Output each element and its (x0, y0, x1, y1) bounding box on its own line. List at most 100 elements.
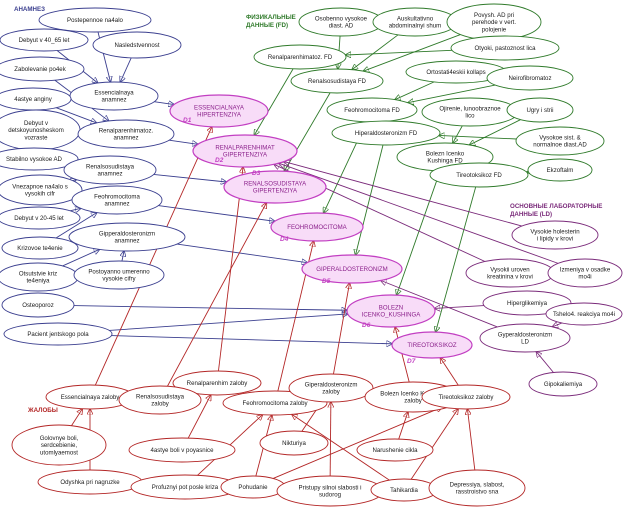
anamnez-node-label: Essencialnaya (94, 90, 134, 97)
physical-node-p5[interactable]: Otyoki, pastoznost lica (450, 35, 560, 61)
lab-node-l5[interactable]: Tshelo4. reakciya mo4i (545, 302, 623, 326)
complaint-node-c11[interactable]: Narushenie cikla (356, 438, 434, 462)
anamnez-node-a4[interactable]: Zabolevanie po4ek (0, 56, 85, 82)
lab-node-label: Hiperglikemiya (507, 300, 548, 307)
lab-node-l4[interactable]: Hiperglikemiya (482, 290, 572, 316)
physical-node-p13[interactable]: Vysokoe sist. &normalnoe diast.AD (515, 126, 605, 156)
anamnez-node-a8[interactable]: Renalparenhimatoz.anamnez (77, 119, 175, 149)
complaint-node-c17[interactable]: Depressiya, slabost,rasstroistvo sna (428, 469, 526, 507)
complaint-node-c8[interactable]: Golovnye boli,serdcebienie,utomlyaemost (11, 424, 107, 466)
complaint-node-label: Odyshka pri nagruzke (60, 479, 120, 486)
edge-a19-D6 (109, 314, 348, 331)
complaint-node-c7[interactable]: Tireotoksikoz zaloby (421, 384, 511, 410)
anamnez-node-a2[interactable]: Debyut v 40_65 let (0, 28, 89, 52)
diagnosis-tag: D7 (407, 358, 416, 365)
physical-node-p16[interactable]: Tireotoksikoz FD (429, 162, 529, 188)
anamnez-node-label: Zabolevanie po4ek (14, 66, 66, 73)
anamnez-node-a6[interactable]: 4astye anginy (0, 87, 72, 111)
complaint-node-c16[interactable]: Tahikardia (370, 478, 438, 502)
complaint-node-c9[interactable]: 4astye boli v poyasnice (128, 437, 236, 463)
anamnez-node-a15[interactable]: Krizovoe te4enie (1, 236, 79, 260)
anamnez-node-a19[interactable]: Pacient jentskogo pola (3, 322, 113, 346)
complaint-node-label: Feohromocitoma zaloby (242, 400, 308, 407)
diagnosis-node-shape (346, 294, 436, 328)
physical-node-p4[interactable]: Renalparenhimatoz. FD (253, 44, 347, 70)
complaint-node-c14[interactable]: Pohudanie (220, 475, 286, 499)
physical-node-label: perehode v vert. (472, 19, 516, 26)
anamnez-node-shape (77, 119, 175, 149)
anamnez-node-a3[interactable]: Nasledstvennost (92, 31, 182, 59)
anamnez-node-a9[interactable]: Stabilno vysokoe AD (0, 147, 79, 171)
physical-node-p12[interactable]: Hiperaldosteronizm FD (331, 120, 441, 146)
diagnosis-node-shape (301, 254, 403, 284)
complaint-node-c1[interactable]: Renalparenhim zaloby (172, 370, 262, 396)
complaint-node-c10[interactable]: Nikturiya (259, 430, 329, 456)
physical-node-p8[interactable]: Neirofibromatoz (486, 65, 574, 91)
diagnosis-node-label: RENALPARENHIMAT (215, 145, 275, 152)
edge-p11-p14 (469, 119, 521, 145)
lab-node-label: i lipidy v krovi (537, 236, 573, 243)
edge-a16-a14 (62, 249, 100, 267)
anamnez-node-label: detskoyunosheskom (8, 127, 64, 134)
anamnez-node-a18[interactable]: Osteoporoz (1, 292, 75, 318)
anamnez-node-label: anamnez (113, 135, 138, 142)
complaint-node-label: Renalparenhim zaloby (187, 380, 249, 387)
physical-node-label: Ugry i strii (526, 107, 553, 114)
anamnez-node-shape (63, 155, 157, 185)
anamnez-node-shape (3, 322, 113, 346)
edge-p7-p9 (395, 81, 435, 100)
physical-node-p11[interactable]: Ugry i strii (506, 97, 574, 123)
diagnosis-node-D5[interactable]: GIPERALDOSTERONIZM (301, 254, 403, 284)
edge-p4-D2 (254, 68, 294, 135)
physical-node-p15[interactable]: Ekzoftalm (527, 158, 593, 182)
physical-node-p9[interactable]: Feohromocitoma FD (326, 97, 418, 123)
anamnez-node-label: te4eniya (26, 278, 50, 285)
anamnez-node-label: anamnez (101, 97, 126, 104)
anamnez-node-label: vozraste (24, 134, 48, 141)
section-header: АНАМНЕЗ (14, 6, 45, 13)
edge-c11-c6 (398, 412, 408, 440)
edge-c17-c7 (467, 409, 476, 471)
diagnosis-tag: D5 (322, 278, 331, 285)
edge-a19-D7 (111, 335, 392, 344)
physical-node-label: Tireotoksikoz FD (456, 172, 502, 179)
anamnez-node-shape (0, 147, 79, 171)
physical-node-label: polojenie (482, 26, 507, 33)
anamnez-node-a1[interactable]: Postepennoe na4alo (38, 7, 152, 33)
edge-p2-p6 (352, 34, 399, 70)
diagnosis-node-D7[interactable]: TIREOTOKSIKOZ (391, 331, 473, 359)
diagnosis-node-D4[interactable]: FEOHROMOCITOMA (270, 212, 364, 242)
complaint-node-c12[interactable]: Odyshka pri nagruzke (37, 469, 143, 495)
anamnez-node-label: anamnez (104, 201, 129, 208)
physical-node-p6[interactable]: Renalsosudistaya FD (290, 68, 384, 94)
diagnosis-node-shape (169, 94, 269, 128)
lab-node-shape (547, 258, 623, 288)
anamnez-node-a13[interactable]: Debyut v 20-45 let (0, 206, 81, 230)
edge-c5-D5 (333, 283, 349, 375)
lab-node-l7[interactable]: Gipokaliemiya (528, 371, 598, 397)
diagnosis-node-shape (270, 212, 364, 242)
